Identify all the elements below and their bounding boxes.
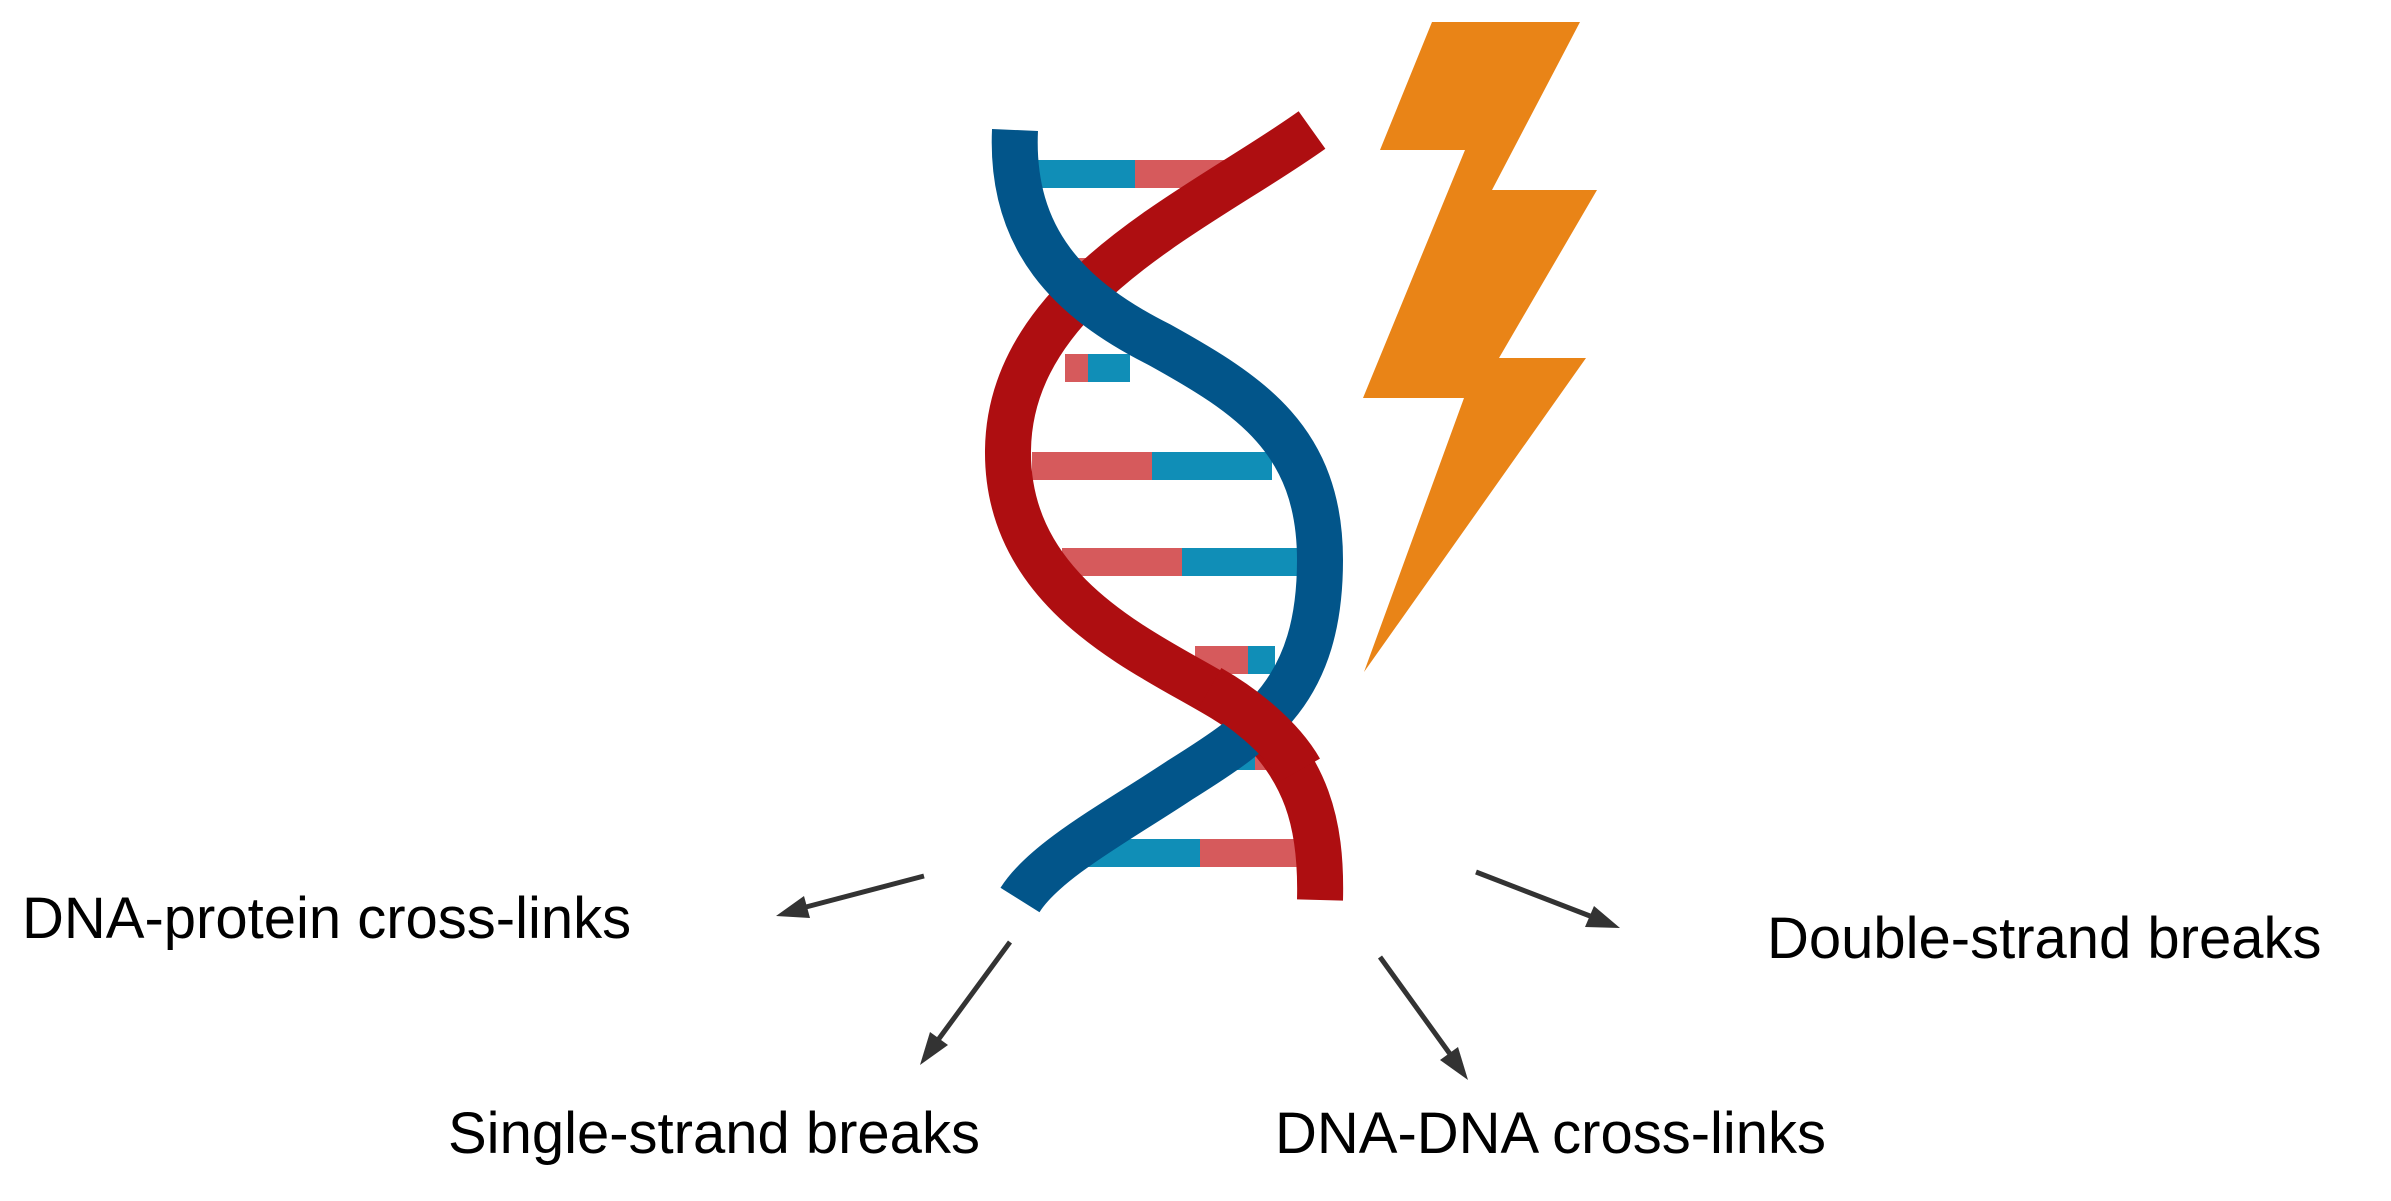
label-double-strand-breaks: Double-strand breaks (1767, 906, 2322, 971)
arrow-icon (920, 940, 1013, 1065)
lightning-bolt-icon (1363, 22, 1597, 672)
arrow-icon (776, 873, 925, 918)
dna-double-helix-icon (984, 111, 1344, 914)
arrows (776, 869, 1620, 1080)
dna-strand-blue (991, 128, 1344, 914)
label-dna-protein-crosslinks: DNA-protein cross-links (22, 886, 632, 951)
arrow-icon (1377, 955, 1468, 1080)
label-single-strand-breaks: Single-strand breaks (448, 1101, 980, 1166)
arrow-icon (1475, 869, 1620, 928)
dna-strand-red-front (1198, 667, 1320, 783)
label-dna-dna-crosslinks: DNA-DNA cross-links (1275, 1101, 1827, 1166)
